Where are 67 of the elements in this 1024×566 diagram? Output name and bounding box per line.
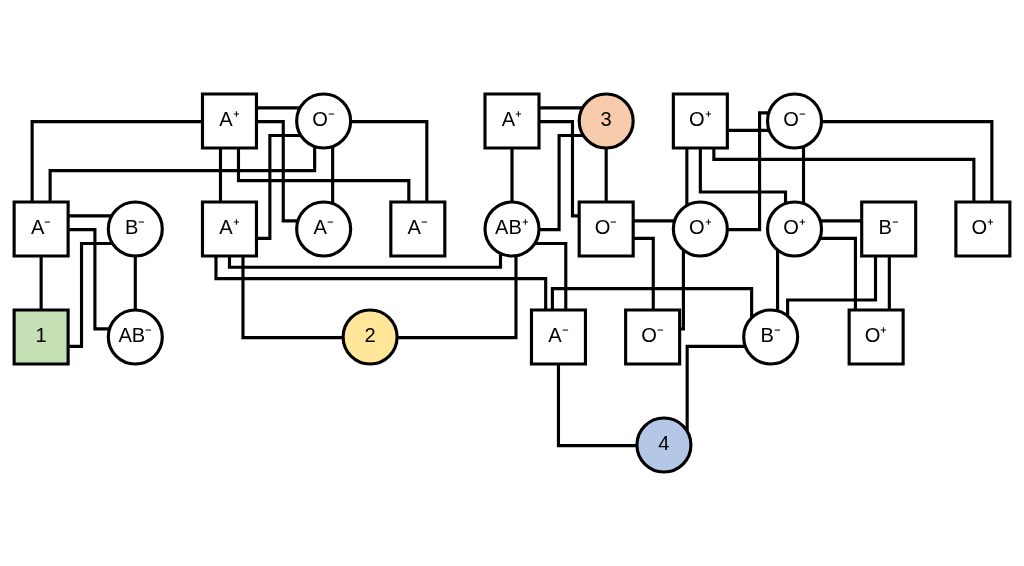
connector (39, 256, 43, 310)
node-circle: 2 (341, 308, 399, 366)
connector (712, 148, 976, 202)
node-circle: 4 (635, 416, 693, 474)
connector (397, 255, 518, 340)
connector (556, 364, 637, 448)
connector (133, 256, 137, 310)
connector (539, 120, 579, 218)
connector (776, 250, 780, 311)
connector (698, 148, 788, 204)
node-circle: A⁻ (295, 200, 353, 258)
connector (48, 147, 317, 202)
connector (241, 256, 343, 340)
node-box: O⁺ (671, 92, 729, 150)
node-circle: O⁻ (765, 92, 824, 150)
connector (350, 120, 429, 202)
node-box: A⁺ (200, 200, 259, 258)
node-circle: B⁻ (742, 308, 800, 366)
connector (633, 236, 655, 310)
connector (30, 120, 203, 202)
node-box: A⁻ (389, 200, 447, 258)
connector (887, 256, 891, 310)
node-circle: AB⁺ (483, 200, 541, 258)
connector (550, 287, 754, 318)
connector (727, 128, 769, 132)
node-circle: 3 (577, 92, 635, 150)
node-circle: O⁺ (765, 200, 824, 258)
connector (820, 219, 862, 223)
connector (680, 250, 685, 331)
node-circle: O⁺ (671, 200, 729, 258)
node-box: A⁺ (483, 92, 541, 150)
connector (68, 228, 110, 331)
connector (685, 344, 746, 431)
connector (214, 256, 548, 310)
connector (236, 148, 411, 202)
node-circle: AB⁻ (106, 308, 164, 366)
connector (227, 253, 503, 269)
connector (539, 133, 584, 232)
connector (331, 146, 335, 204)
connector (685, 148, 689, 206)
node-box: O⁻ (577, 200, 635, 258)
connector (786, 256, 878, 316)
node-circle: O⁻ (295, 92, 353, 150)
connector (256, 133, 301, 240)
node-box: 1 (12, 308, 70, 366)
connector (68, 241, 113, 348)
connector (820, 236, 857, 310)
node-box: A⁻ (12, 200, 70, 258)
node-box: A⁺ (200, 92, 259, 150)
node-box: A⁻ (529, 308, 588, 366)
node-circle: B⁻ (106, 200, 164, 258)
node-box: B⁻ (860, 200, 918, 258)
connector (256, 120, 298, 223)
connector (539, 106, 583, 110)
connector (510, 148, 514, 202)
connector (801, 146, 806, 204)
node-box: O⁻ (624, 308, 682, 366)
connector (727, 111, 769, 232)
node-box: O⁺ (847, 308, 905, 366)
connector (633, 219, 675, 223)
connector (535, 241, 568, 310)
node-box: O⁺ (954, 200, 1012, 258)
connector (68, 214, 112, 218)
connector (256, 106, 300, 110)
connector (218, 148, 223, 202)
connector (604, 148, 608, 202)
connector (821, 120, 994, 202)
